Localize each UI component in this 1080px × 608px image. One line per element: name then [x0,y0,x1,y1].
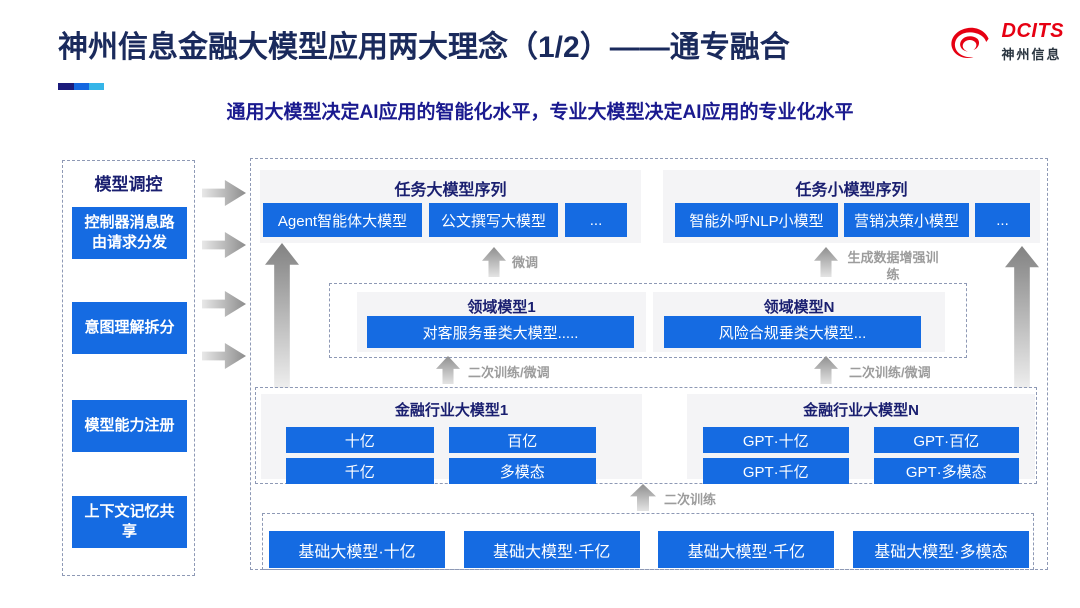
arrow-label-finetune: 微调 [512,255,539,270]
right-arrow [202,291,246,317]
right-arrow [202,343,246,369]
sidebar-item-capability-register: 模型能力注册 [72,400,187,452]
sidebar-item-message-routing: 控制器消息路由请求分发 [72,207,187,259]
subtitle: 通用大模型决定AI应用的智能化水平，专业大模型决定AI应用的专业化水平 [226,102,854,123]
logo-text: DCITS 神州信息 [1002,20,1065,63]
arrow-label-retrain-left: 二次训练/微调 [468,365,550,380]
domain-model-n-title: 领域模型N [763,299,835,316]
arrow-label-gen-data: 生成数据增强训练 [847,250,939,282]
base-model-chip-multimodal: 基础大模型·多模态 [852,531,1029,568]
domain-model-1-title: 领域模型1 [467,299,536,316]
model-chip-customer-service: 对客服务垂类大模型..... [367,316,634,348]
model-control-title: 模型调控 [94,175,163,194]
base-models-row: 基础大模型·十亿 基础大模型·千亿 基础大模型·千亿 基础大模型·多模态 [269,531,1029,568]
task-small-model-panel: 任务小模型序列 智能外呼NLP小模型 营销决策小模型 ... [663,170,1040,243]
domain-model-n-panel: 领域模型N 风险合规垂类大模型... [653,292,945,352]
task-large-title: 任务大模型序列 [394,182,507,199]
industry-models-box: 金融行业大模型1 十亿 百亿 千亿 多模态 金融行业大模型N GPT·十亿 GP… [255,387,1037,484]
industry-model-n-title: 金融行业大模型N [803,402,919,419]
arrow-label-retrain-right: 二次训练/微调 [849,365,931,380]
task-large-model-panel: 任务大模型序列 Agent智能体大模型 公文撰写大模型 ... [260,170,641,243]
base-model-chip-100b-b: 基础大模型·千亿 [658,531,835,568]
scale-chip-gpt-1b: GPT·十亿 [703,427,849,453]
model-control-panel: 模型调控 控制器消息路由请求分发 意图理解拆分 模型能力注册 上下文记忆共享 [62,160,195,576]
domain-model-1-panel: 领域模型1 对客服务垂类大模型..... [357,292,646,352]
scale-chip-100b: 千亿 [286,458,434,484]
logo-name: DCITS [1001,20,1064,42]
task-small-title: 任务小模型序列 [795,182,908,199]
accent-segment-blue [74,83,89,90]
scale-chip-1b: 十亿 [286,427,434,453]
scale-chip-gpt-100b: GPT·千亿 [703,458,849,484]
accent-segment-cyan [89,83,104,90]
title-accent-bar [58,83,104,90]
model-chip-marketing-decision: 营销决策小模型 [844,203,969,237]
domain-models-box: 领域模型1 对客服务垂类大模型..... 领域模型N 风险合规垂类大模型... [329,283,967,358]
right-arrow [202,232,246,258]
scale-chip-gpt-10b: GPT·百亿 [873,427,1019,453]
model-chip-agent: Agent智能体大模型 [263,203,422,237]
industry-model-n-panel: 金融行业大模型N GPT·十亿 GPT·百亿 GPT·千亿 GPT·多模态 [687,394,1035,484]
base-models-box: 基础大模型·十亿 基础大模型·千亿 基础大模型·千亿 基础大模型·多模态 [262,513,1034,570]
industry-model-1-title: 金融行业大模型1 [394,402,509,419]
task-large-models: Agent智能体大模型 公文撰写大模型 ... [263,203,627,237]
industry-model-1-panel: 金融行业大模型1 十亿 百亿 千亿 多模态 [261,394,642,484]
model-chip-risk-compliance: 风险合规垂类大模型... [664,316,921,348]
industry-model-n-grid: GPT·十亿 GPT·百亿 GPT·千亿 GPT·多模态 [703,427,1019,484]
task-small-models: 智能外呼NLP小模型 营销决策小模型 ... [675,203,1030,237]
accent-segment-navy [58,83,74,90]
page-title: 神州信息金融大模型应用两大理念（1/2）——通专融合 [58,31,790,64]
dcits-swirl-icon [950,27,989,58]
scale-chip-gpt-multimodal: GPT·多模态 [873,458,1019,484]
model-chip-ellipsis: ... [565,203,627,237]
model-chip-outbound-nlp: 智能外呼NLP小模型 [675,203,838,237]
scale-chip-10b: 百亿 [448,427,596,453]
base-model-chip-1b: 基础大模型·十亿 [269,531,445,568]
industry-model-1-grid: 十亿 百亿 千亿 多模态 [286,427,596,484]
model-chip-ellipsis: ... [975,203,1030,237]
right-arrow [202,180,246,206]
sidebar-item-context-memory: 上下文记忆共享 [72,496,187,548]
logo: DCITS 神州信息 [947,20,1065,63]
scale-chip-multimodal: 多模态 [448,458,596,484]
base-model-chip-100b-a: 基础大模型·千亿 [463,531,640,568]
logo-company: 神州信息 [1001,47,1062,62]
arrow-label-retrain-bottom: 二次训练 [664,492,717,507]
model-chip-document-writing: 公文撰写大模型 [429,203,558,237]
sidebar-item-intent-split: 意图理解拆分 [72,302,187,354]
